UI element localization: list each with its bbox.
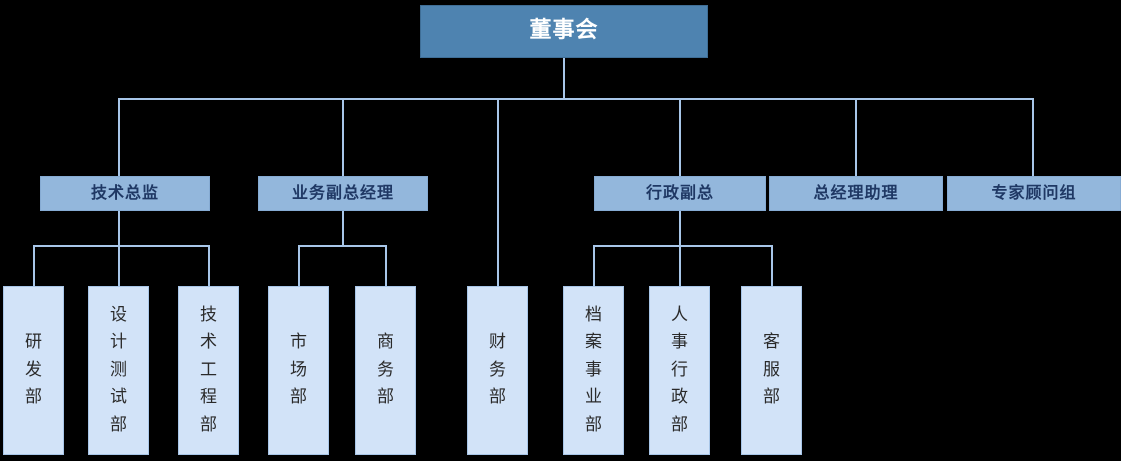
connector-drop-bizvp (342, 98, 344, 176)
connector-bizvp-stem (342, 210, 344, 246)
node-hr-admin-department-label: 人事行政部 (670, 304, 688, 435)
connector-drop-experts (1032, 98, 1034, 176)
connector-bizvp-child-marketing (298, 245, 300, 286)
node-expert-advisory-group[interactable]: 专家顾问组 (947, 176, 1121, 211)
connector-cto-bus (33, 245, 210, 247)
node-customer-service-department[interactable]: 客服部 (741, 286, 802, 455)
node-finance-department[interactable]: 财务部 (467, 286, 528, 455)
connector-drop-adminvp (679, 98, 681, 176)
node-hr-admin-department[interactable]: 人事行政部 (649, 286, 710, 455)
node-archives-division-label: 档案事业部 (584, 304, 602, 435)
connector-adminvp-child-archives (593, 245, 595, 286)
connector-adminvp-stem (679, 210, 681, 246)
node-commerce-department[interactable]: 商务部 (355, 286, 416, 455)
node-admin-vp-label: 行政副总 (645, 183, 714, 203)
node-business-vp[interactable]: 业务副总经理 (258, 176, 428, 211)
connector-cto-stem (118, 210, 120, 246)
node-technical-engineering-department-label: 技术工程部 (199, 304, 217, 435)
connector-cto-child-designtest (118, 245, 120, 286)
node-rd-department[interactable]: 研发部 (3, 286, 64, 455)
node-admin-vp[interactable]: 行政副总 (594, 176, 766, 211)
node-business-vp-label: 业务副总经理 (291, 183, 394, 203)
connector-bizvp-child-commerce (385, 245, 387, 286)
node-gm-assistant[interactable]: 总经理助理 (769, 176, 943, 211)
connector-bizvp-bus (298, 245, 386, 247)
node-rd-department-label: 研发部 (24, 332, 42, 408)
node-expert-advisory-group-label: 专家顾问组 (991, 183, 1077, 203)
connector-adminvp-child-service (771, 245, 773, 286)
node-board[interactable]: 董事会 (420, 5, 708, 58)
node-design-test-department-label: 设计测试部 (109, 304, 127, 435)
connector-drop-gmassist (855, 98, 857, 176)
node-archives-division[interactable]: 档案事业部 (563, 286, 624, 455)
node-technical-engineering-department[interactable]: 技术工程部 (178, 286, 239, 455)
node-gm-assistant-label: 总经理助理 (813, 183, 899, 203)
node-technical-director-label: 技术总监 (90, 183, 159, 203)
connector-root-bus (118, 98, 1033, 100)
connector-drop-finance (497, 98, 499, 286)
node-design-test-department[interactable]: 设计测试部 (88, 286, 149, 455)
node-finance-department-label: 财务部 (488, 332, 506, 408)
connector-adminvp-child-hradmin (679, 245, 681, 286)
connector-drop-cto (118, 98, 120, 176)
node-marketing-department[interactable]: 市场部 (268, 286, 329, 455)
connector-cto-child-rd (33, 245, 35, 286)
node-board-label: 董事会 (529, 18, 599, 44)
connector-cto-child-techeng (208, 245, 210, 286)
node-commerce-department-label: 商务部 (376, 332, 394, 408)
connector-root-stem (563, 58, 565, 99)
node-customer-service-department-label: 客服部 (762, 332, 780, 408)
node-marketing-department-label: 市场部 (289, 332, 307, 408)
node-technical-director[interactable]: 技术总监 (40, 176, 210, 211)
connector-adminvp-bus (593, 245, 773, 247)
